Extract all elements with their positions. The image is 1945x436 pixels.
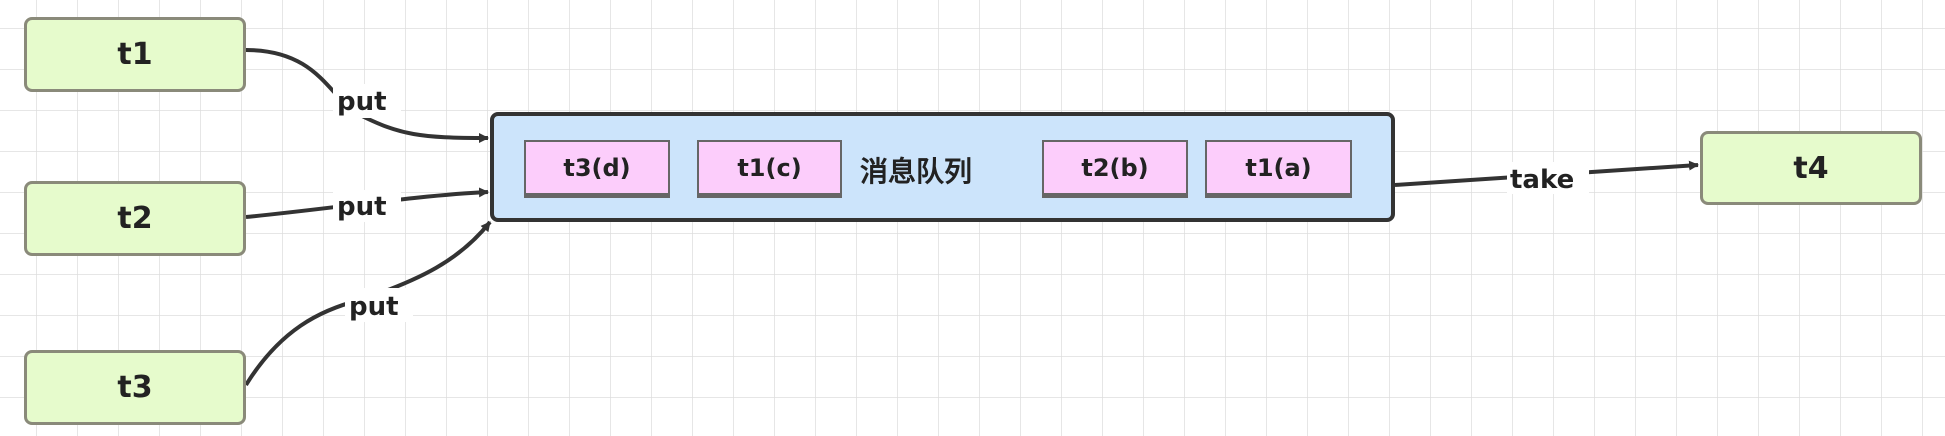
put-label-3: put (349, 292, 399, 322)
thread-t4: t4 (1700, 131, 1922, 205)
queue-label: 消息队列 (860, 155, 973, 188)
put-label-1: put (337, 87, 387, 117)
queue-item: t3(d) (524, 140, 670, 195)
thread-t1: t1 (24, 17, 246, 92)
queue-item: t2(b) (1042, 140, 1188, 195)
thread-t2: t2 (24, 181, 246, 256)
queue-item: t1(a) (1205, 140, 1352, 195)
thread-t3: t3 (24, 350, 246, 425)
put-label-2: put (337, 192, 387, 222)
take-label: take (1510, 165, 1574, 195)
queue-item: t1(c) (697, 140, 842, 195)
